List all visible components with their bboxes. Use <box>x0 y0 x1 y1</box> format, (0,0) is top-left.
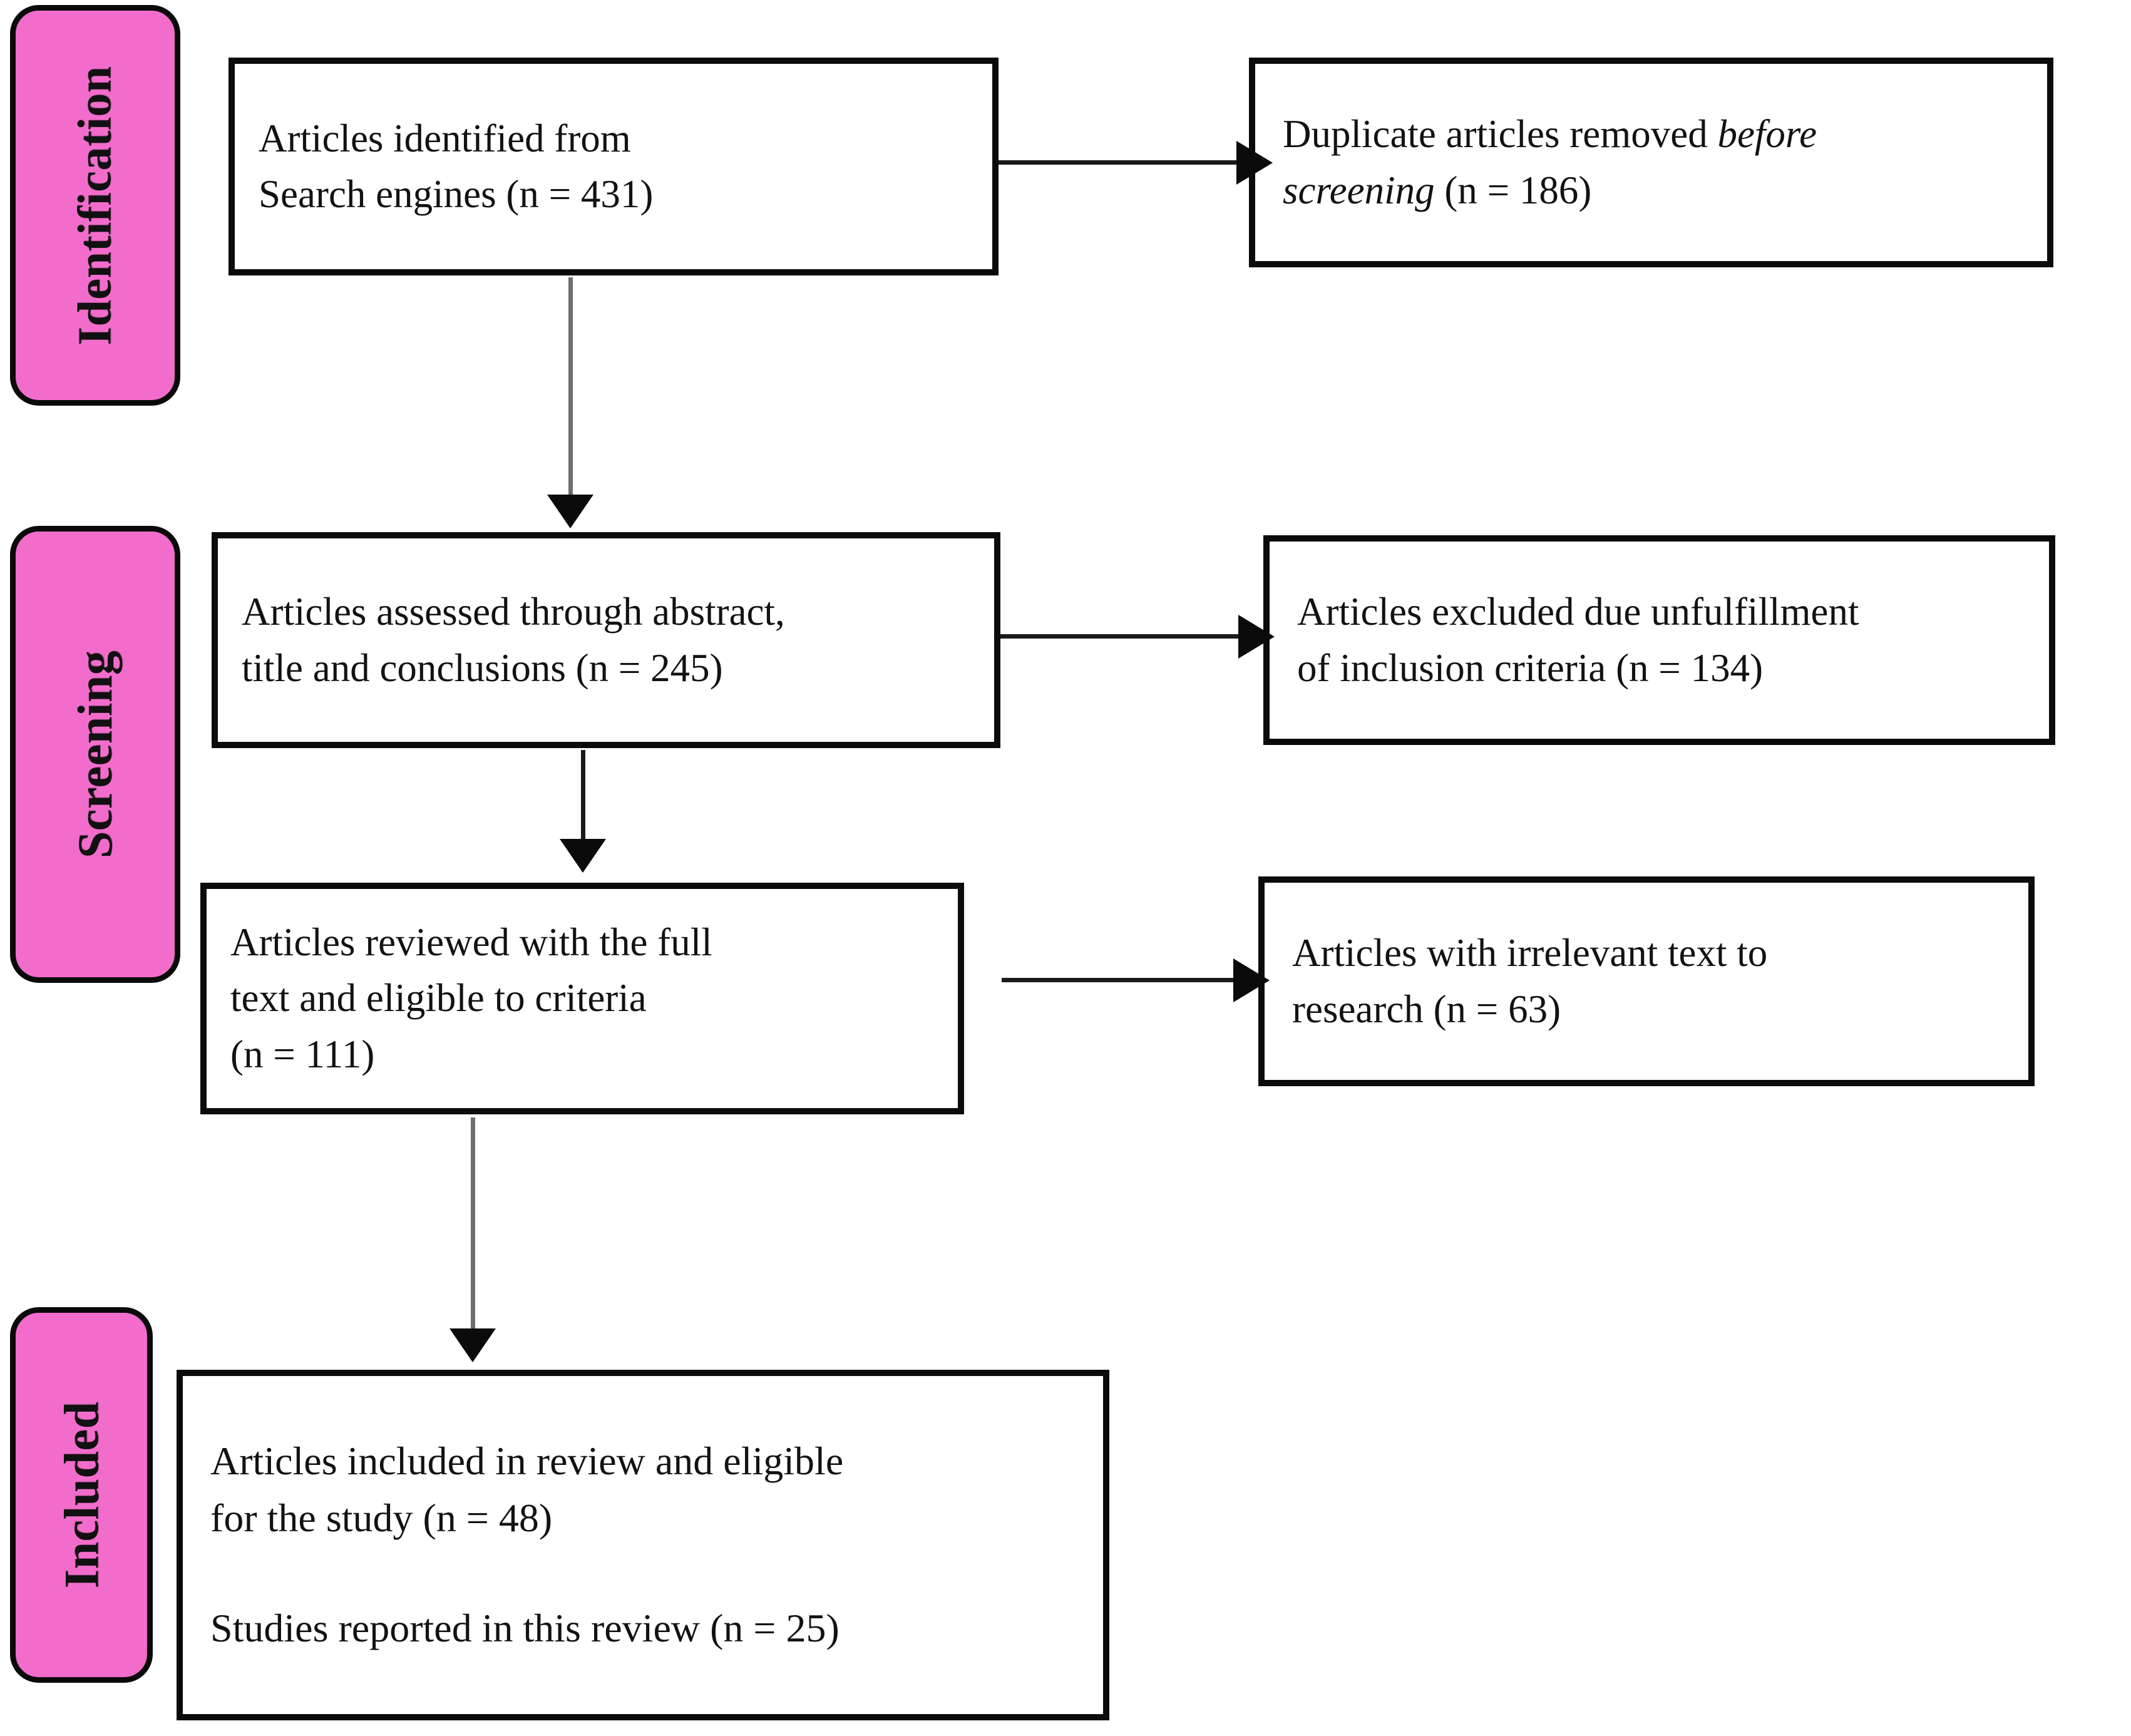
connector-fulltext-to-irrelevant-line <box>1002 978 1236 982</box>
stage-label-screening-text: Screening <box>68 650 123 859</box>
box-articles-irrelevant-line2: research (n = 63) <box>1292 987 1561 1031</box>
box-articles-excluded-line2: of inclusion criteria (n = 134) <box>1297 645 1764 690</box>
box-articles-irrelevant: Articles with irrelevant text to researc… <box>1258 876 2035 1086</box>
box-articles-assessed: Articles assessed through abstract, titl… <box>212 532 1000 748</box>
connector-assessed-to-excluded-arrowhead <box>1238 615 1275 659</box>
box-duplicates-removed-line2: screening (n = 186) <box>1255 163 2047 218</box>
box-articles-irrelevant-line1: Articles with irrelevant text to <box>1292 931 1768 975</box>
connector-fulltext-to-included-arrowhead <box>449 1328 496 1362</box>
box-articles-fulltext-reviewed: Articles reviewed with the full text and… <box>200 883 964 1114</box>
box-duplicates-removed-line1-italic: before <box>1717 112 1817 157</box>
connector-assessed-to-fulltext-line <box>581 750 585 845</box>
box-articles-included-line1: Articles included in review and eligible <box>210 1438 844 1483</box>
box-duplicates-removed-line2-italic: screening <box>1283 168 1435 212</box>
stage-label-identification: Identification <box>10 5 180 406</box>
connector-identified-to-duplicates-arrowhead <box>1236 141 1273 185</box>
box-articles-identified-line2: Search engines (n = 431) <box>259 172 654 216</box>
box-articles-included-line3: Studies reported in this review (n = 25) <box>210 1606 840 1651</box>
box-duplicates-removed-line1-plain: Duplicate articles removed <box>1283 112 1718 157</box>
stage-label-included-text: Included <box>54 1401 109 1589</box>
box-articles-identified-line1: Articles identified from <box>259 116 631 160</box>
box-duplicates-removed: Duplicate articles removed before screen… <box>1249 58 2053 267</box>
box-articles-included: Articles included in review and eligible… <box>177 1370 1109 1720</box>
box-articles-fulltext-reviewed-line1: Articles reviewed with the full <box>230 920 712 964</box>
box-articles-fulltext-reviewed-line2: text and eligible to criteria <box>230 976 647 1020</box>
connector-assessed-to-excluded-line <box>1000 634 1241 639</box>
box-articles-fulltext-reviewed-line3: (n = 111) <box>230 1032 375 1076</box>
stage-label-included: Included <box>10 1307 153 1683</box>
box-articles-included-spacer <box>183 1546 1103 1600</box>
connector-identified-to-assessed-line <box>568 277 573 500</box>
connector-identified-to-assessed-arrowhead <box>547 495 593 528</box>
connector-assessed-to-fulltext-arrowhead <box>560 839 606 873</box>
box-articles-excluded: Articles excluded due unfulfillment of i… <box>1263 535 2055 745</box>
box-duplicates-removed-line2-plain: (n = 186) <box>1434 168 1592 212</box>
connector-fulltext-to-irrelevant-arrowhead <box>1233 958 1270 1002</box>
box-articles-assessed-line1: Articles assessed through abstract, <box>242 590 785 634</box>
connector-fulltext-to-included-line <box>471 1117 475 1333</box>
box-articles-excluded-line1: Articles excluded due unfulfillment <box>1297 590 1859 634</box>
connector-identified-to-duplicates-line <box>999 160 1240 165</box>
stage-label-identification-text: Identification <box>68 65 121 346</box>
stage-label-screening: Screening <box>10 526 180 983</box>
box-articles-assessed-line2: title and conclusions (n = 245) <box>242 645 723 690</box>
box-articles-identified: Articles identified from Search engines … <box>229 58 999 275</box>
box-duplicates-removed-line1: Duplicate articles removed before <box>1255 106 2047 162</box>
box-articles-included-line2: for the study (n = 48) <box>210 1495 553 1540</box>
